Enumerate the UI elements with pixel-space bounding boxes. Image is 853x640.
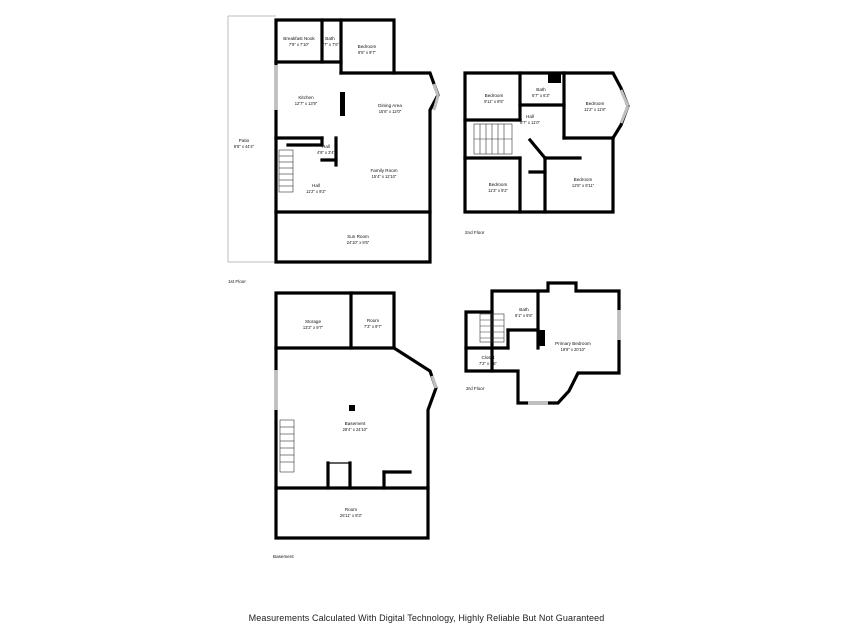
room-dimensions: 13'2" x 9'7" <box>303 325 324 330</box>
measurement-disclaimer: Measurements Calculated With Digital Tec… <box>248 613 605 623</box>
first-floor-exterior-wall <box>274 18 440 264</box>
room-dimensions: 15'4" x 12'10" <box>372 174 397 179</box>
room-name: Closet <box>481 355 495 360</box>
room-dimensions: 11'3" x 9'2" <box>488 188 508 193</box>
room-dimensions: 12'7" x 13'9" <box>295 101 318 106</box>
second-floor-exterior-wall <box>463 71 630 214</box>
chimney <box>340 92 345 116</box>
room-name: Family Room <box>370 168 397 173</box>
room-dimensions: 8'1" x 6'6" <box>515 313 533 318</box>
room-name: Bath <box>519 307 529 312</box>
third-floor-stairs <box>479 313 505 343</box>
room-dimensions: 8'8" x 44'4" <box>234 144 255 149</box>
third-floor-exterior-wall <box>464 281 621 405</box>
room-name: Room <box>367 318 379 323</box>
room-dimensions: 26'11" x 8'3" <box>340 513 363 518</box>
bay-window <box>619 105 630 124</box>
support-column <box>349 405 355 411</box>
room-dimensions: 15'6" x 12'0" <box>379 109 402 114</box>
room-name: Bedroom <box>489 182 508 187</box>
chimney <box>538 330 545 346</box>
room-name: Storage <box>305 319 322 324</box>
bay-window <box>432 83 440 97</box>
second-floor-stairs <box>473 123 513 155</box>
basement-window <box>430 375 438 389</box>
room-dimensions: 11'2" x 11'8" <box>584 107 606 112</box>
room-name: Bedroom <box>574 177 593 182</box>
basement-plan: Storage 13'2" x 9'7" Room 7'3" x 9'7" Ba… <box>273 291 438 559</box>
first-floor-plan: Patio 8'8" x 44'4" Breakfast Nook 7'9" x… <box>227 15 440 284</box>
room-dimensions: 5'7" x 7'6" <box>321 42 339 47</box>
first-floor-stairs <box>278 149 294 193</box>
room-name: Breakfast Nook <box>283 36 315 41</box>
room-name: Hall <box>312 183 320 188</box>
basement-stairs <box>279 419 295 473</box>
room-dimensions: 7'9" x 7'10" <box>289 42 310 47</box>
room-name: Bath <box>536 87 546 92</box>
room-dimensions: 24'10" x 8'6" <box>347 240 370 245</box>
room-name: Patio <box>239 138 250 143</box>
floor-label: Basement <box>273 554 294 559</box>
third-floor-plan: Bath 8'1" x 6'6" Primary Bedroom 19'9" x… <box>464 281 621 405</box>
room-dimensions: 8'7" x 11'0" <box>520 120 540 125</box>
room-dimensions: 9'11" x 8'5" <box>484 99 504 104</box>
bay-window <box>432 95 440 111</box>
room-name: Hall <box>526 114 534 119</box>
room-dimensions: 4'9" x 3'4" <box>317 150 335 155</box>
room-name: Hall <box>322 144 330 149</box>
room-dimensions: 12'6" x 9'11" <box>572 183 595 188</box>
room-name: Kitchen <box>298 95 314 100</box>
room-name: Dining Area <box>378 103 402 108</box>
room-name: Basement <box>345 421 366 426</box>
floor-label: 2nd Floor <box>465 230 485 235</box>
room-name: Primary Bedroom <box>555 341 591 346</box>
second-floor-plan: Bedroom 9'11" x 8'5" Bath 6'7" x 6'3" Be… <box>463 71 630 235</box>
room-name: Room <box>345 507 357 512</box>
room-name: Bedroom <box>586 101 605 106</box>
room-dimensions: 7'2" x 9'6" <box>479 361 497 366</box>
basement-exterior-wall <box>274 291 438 540</box>
bay-window <box>619 89 630 107</box>
room-dimensions: 19'9" x 20'10" <box>561 347 586 352</box>
room-dimensions: 9'5" x 9'7" <box>358 50 376 55</box>
floor-label: 1st Floor <box>228 279 246 284</box>
patio-outline <box>227 16 276 263</box>
chimney <box>548 74 561 83</box>
floor-label: 3rd Floor <box>466 386 485 391</box>
room-dimensions: 11'2" x 9'2" <box>306 189 326 194</box>
room-name: Bedroom <box>485 93 504 98</box>
room-name: Bath <box>325 36 335 41</box>
room-dimensions: 7'3" x 9'7" <box>364 324 382 329</box>
room-dimensions: 28'4" x 24'10" <box>343 427 368 432</box>
room-name: Bedroom <box>358 44 377 49</box>
wall <box>527 137 548 161</box>
room-dimensions: 6'7" x 6'3" <box>532 93 550 98</box>
room-name: Sun Room <box>347 234 369 239</box>
